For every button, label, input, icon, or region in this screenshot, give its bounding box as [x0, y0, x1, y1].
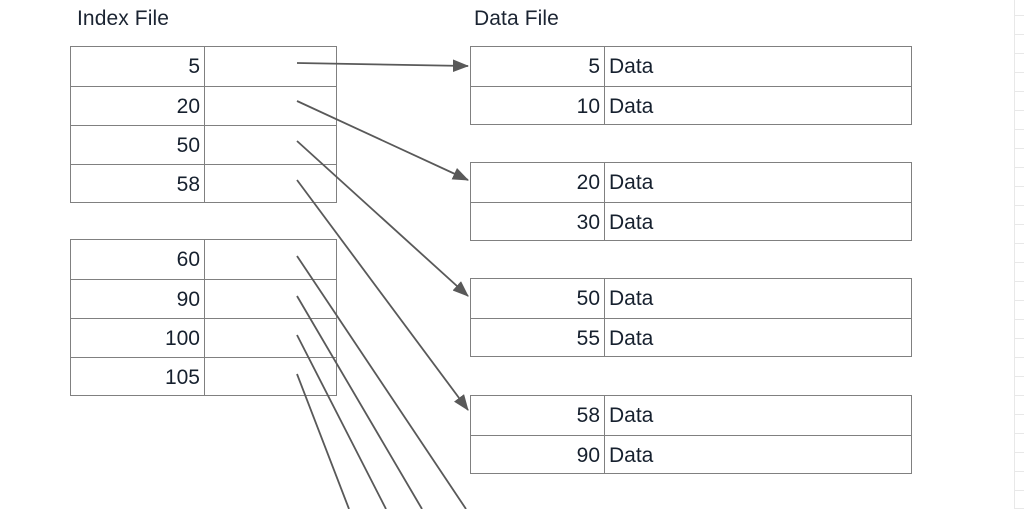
index-row[interactable]: 90	[71, 279, 336, 318]
data-row[interactable]: 5 Data	[471, 47, 911, 86]
index-key-cell: 105	[164, 365, 200, 389]
data-value-cell: Data	[604, 203, 911, 241]
index-key-cell: 100	[164, 326, 200, 350]
data-row[interactable]: 55 Data	[471, 318, 911, 357]
index-pointer-cell	[204, 280, 336, 318]
index-pointer-cell	[204, 87, 336, 125]
data-key-cell: 20	[576, 171, 600, 194]
data-key-cell: 10	[576, 94, 600, 118]
data-value-cell: Data	[604, 436, 911, 474]
index-row[interactable]: 50	[71, 125, 336, 164]
data-block: 58 Data 90 Data	[470, 395, 912, 474]
data-key-cell: 30	[576, 210, 600, 234]
data-key-cell: 5	[588, 55, 600, 78]
index-pointer-cell	[204, 47, 336, 86]
data-row[interactable]: 30 Data	[471, 202, 911, 241]
data-row[interactable]: 58 Data	[471, 396, 911, 435]
data-row[interactable]: 20 Data	[471, 163, 911, 202]
index-row[interactable]: 58	[71, 164, 336, 203]
index-block: 5 20 50 58	[70, 46, 337, 203]
index-block: 60 90 100 105	[70, 239, 337, 396]
index-row[interactable]: 100	[71, 318, 336, 357]
index-pointer-cell	[204, 126, 336, 164]
index-row[interactable]: 5	[71, 47, 336, 86]
data-block: 5 Data 10 Data	[470, 46, 912, 125]
index-key-cell: 20	[176, 94, 200, 118]
index-row[interactable]: 60	[71, 240, 336, 279]
data-key-cell: 58	[576, 404, 600, 427]
index-key-cell: 50	[176, 133, 200, 157]
data-row[interactable]: 90 Data	[471, 435, 911, 474]
data-file-title: Data File	[474, 7, 559, 30]
index-key-cell: 60	[176, 248, 200, 271]
data-value-cell: Data	[604, 319, 911, 357]
index-file-title: Index File	[77, 7, 170, 30]
index-pointer-cell	[204, 319, 336, 357]
data-value-cell: Data	[604, 47, 911, 86]
index-row[interactable]: 20	[71, 86, 336, 125]
data-value-cell: Data	[604, 163, 911, 202]
index-key-cell: 90	[176, 287, 200, 311]
data-row[interactable]: 50 Data	[471, 279, 911, 318]
index-key-cell: 58	[176, 172, 200, 196]
data-value-cell: Data	[604, 87, 911, 125]
data-row[interactable]: 10 Data	[471, 86, 911, 125]
data-key-cell: 50	[576, 287, 600, 310]
index-row[interactable]: 105	[71, 357, 336, 396]
data-block: 50 Data 55 Data	[470, 278, 912, 357]
data-key-cell: 90	[576, 443, 600, 467]
index-pointer-cell	[204, 240, 336, 279]
index-pointer-cell	[204, 358, 336, 396]
index-key-cell: 5	[188, 55, 200, 78]
data-value-cell: Data	[604, 396, 911, 435]
index-pointer-cell	[204, 165, 336, 203]
data-value-cell: Data	[604, 279, 911, 318]
data-key-cell: 55	[576, 326, 600, 350]
data-block: 20 Data 30 Data	[470, 162, 912, 241]
